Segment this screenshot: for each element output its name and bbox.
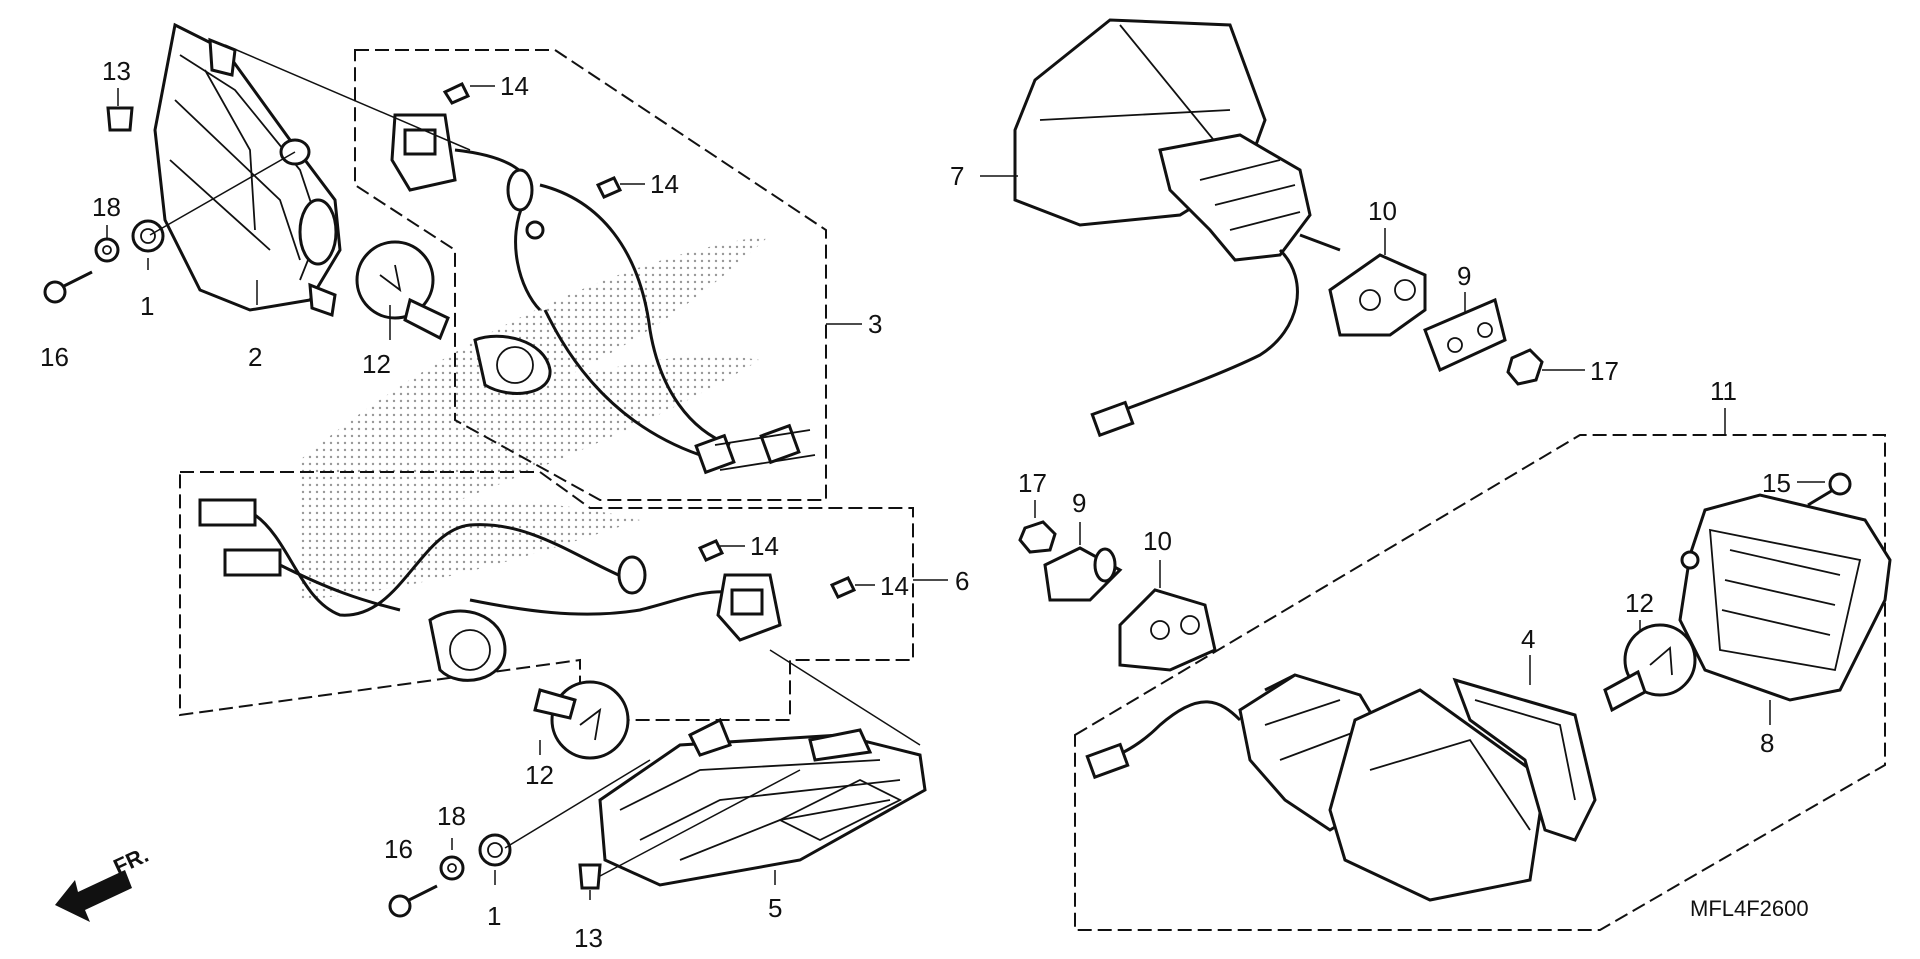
gasket bbox=[1452, 677, 1597, 842]
callout-12: 12 bbox=[1625, 588, 1654, 618]
screw-upper bbox=[43, 270, 93, 304]
front-lens-upper bbox=[153, 22, 342, 318]
spacer-upper bbox=[1328, 253, 1427, 337]
clip-screw-14c bbox=[697, 539, 725, 562]
callout-9: 9 bbox=[1072, 488, 1086, 518]
rear-lens bbox=[1678, 493, 1892, 702]
callout-10: 10 bbox=[1368, 196, 1397, 226]
callout-14: 14 bbox=[650, 169, 679, 199]
callout-6: 6 bbox=[955, 566, 969, 596]
callout-16: 16 bbox=[384, 834, 413, 864]
screw-lower bbox=[388, 884, 438, 918]
callout-3: 3 bbox=[868, 309, 882, 339]
group-outline-6 bbox=[179, 471, 914, 721]
callout-labels: 13 18 1 16 2 12 14 14 3 14 14 6 12 18 16… bbox=[40, 56, 1791, 953]
callout-14: 14 bbox=[750, 531, 779, 561]
front-direction-arrow: FR. bbox=[55, 842, 152, 922]
harness-upper bbox=[390, 113, 816, 475]
direction-label: FR. bbox=[110, 842, 153, 880]
callout-13: 13 bbox=[574, 923, 603, 953]
group-outline-3 bbox=[354, 49, 827, 501]
leader-lines bbox=[106, 44, 1825, 900]
callout-7: 7 bbox=[950, 161, 964, 191]
diagram-code: MFL4F2600 bbox=[1690, 896, 1809, 921]
washer-lower bbox=[439, 855, 465, 881]
callout-18: 18 bbox=[437, 801, 466, 831]
bracket-lower bbox=[1043, 546, 1123, 602]
callout-17: 17 bbox=[1590, 356, 1619, 386]
callout-18: 18 bbox=[92, 192, 121, 222]
callout-8: 8 bbox=[1760, 728, 1774, 758]
harness-lower bbox=[198, 498, 782, 682]
bracket-upper bbox=[1423, 297, 1507, 373]
rear-signal-upper bbox=[1013, 18, 1341, 438]
bulb-upper bbox=[355, 240, 450, 341]
callout-12: 12 bbox=[362, 349, 391, 379]
callout-4: 4 bbox=[1521, 624, 1535, 654]
bulb-rear bbox=[1603, 623, 1697, 713]
bulb-lower bbox=[533, 680, 630, 760]
callout-5: 5 bbox=[768, 893, 782, 923]
callout-14: 14 bbox=[880, 571, 909, 601]
nut-upper bbox=[1506, 348, 1544, 386]
callout-16: 16 bbox=[40, 342, 69, 372]
tapping-screw-15 bbox=[1807, 472, 1852, 507]
callout-13: 13 bbox=[102, 56, 131, 86]
callout-15: 15 bbox=[1762, 468, 1791, 498]
callout-10: 10 bbox=[1143, 526, 1172, 556]
grommet-lower bbox=[478, 833, 512, 867]
nut-lower bbox=[1018, 520, 1057, 554]
callout-1: 1 bbox=[140, 291, 154, 321]
callout-14: 14 bbox=[500, 71, 529, 101]
rear-signal-lower bbox=[1085, 673, 1547, 902]
clip-screw-14d bbox=[829, 576, 857, 599]
background-wing-emblem bbox=[300, 235, 770, 600]
cap-upper bbox=[106, 106, 134, 132]
callout-11: 11 bbox=[1710, 376, 1737, 406]
washer-upper bbox=[94, 237, 120, 263]
clip-screw-14b bbox=[595, 176, 623, 199]
callout-9: 9 bbox=[1457, 261, 1471, 291]
callout-12: 12 bbox=[525, 760, 554, 790]
clip-screw-14a bbox=[442, 82, 471, 105]
cap-lower bbox=[578, 863, 602, 890]
callout-1: 1 bbox=[487, 901, 501, 931]
front-lens-lower bbox=[598, 717, 927, 887]
grommet-upper bbox=[131, 219, 165, 253]
group-outline-11 bbox=[1074, 434, 1886, 931]
callout-17: 17 bbox=[1018, 468, 1047, 498]
spacer-lower bbox=[1118, 588, 1217, 672]
callout-2: 2 bbox=[248, 342, 262, 372]
